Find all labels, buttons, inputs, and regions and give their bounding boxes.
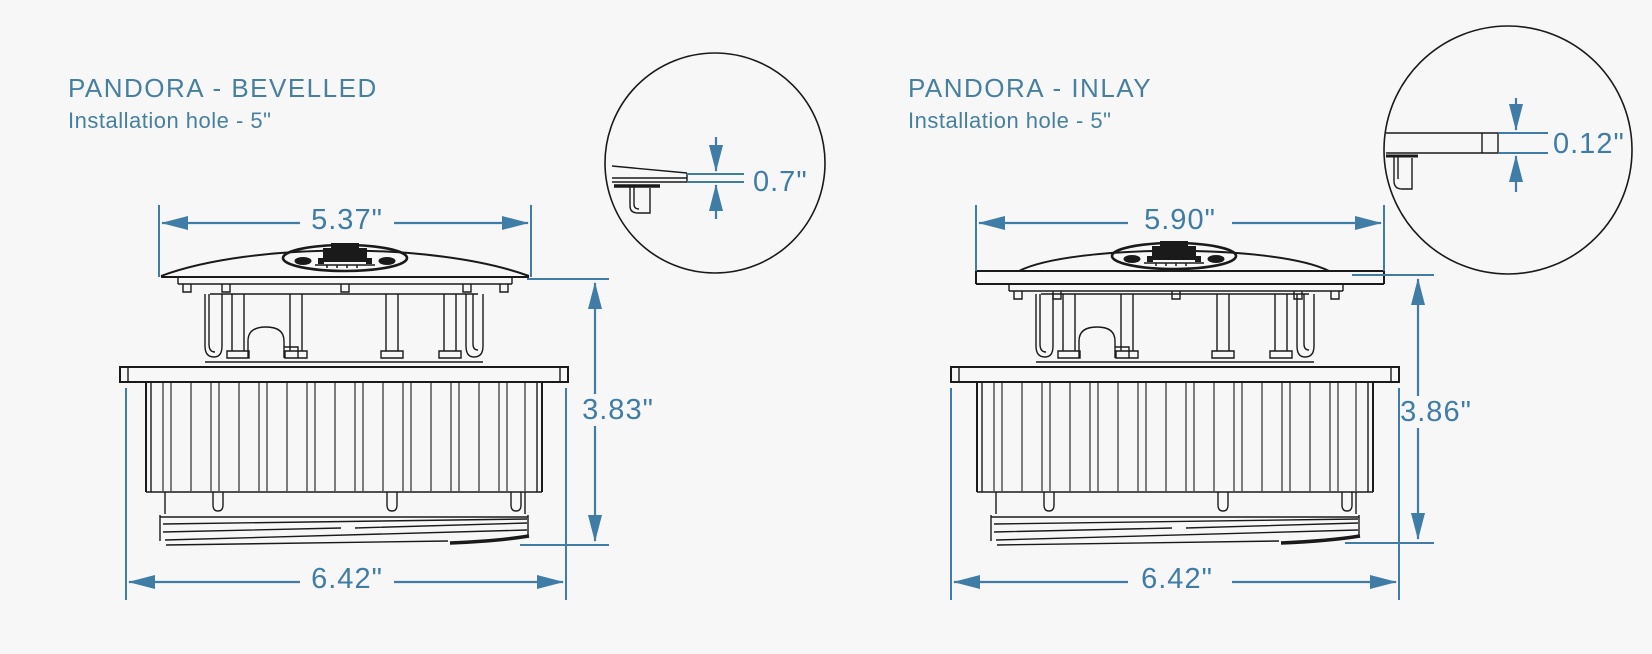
extension-lines: [975, 205, 1385, 271]
bevelled-bottom-width-dimension: 6.42": [125, 388, 567, 600]
bevelled-title: PANDORA - BEVELLED: [68, 73, 378, 103]
bevelled-product-drawing: [118, 241, 570, 547]
bevelled-top-width-dimension: 5.37": [158, 204, 532, 277]
top-width-label: 5.37": [311, 204, 383, 236]
detail-circle-outline: [1383, 25, 1633, 275]
top-width-label: 5.90": [1144, 204, 1216, 236]
inlay-height-dimension: 3.86": [1345, 274, 1472, 544]
bevelled-edge-detail-circle: 0.7": [604, 52, 826, 274]
edge-thickness-label: 0.7": [753, 166, 808, 198]
height-label: 3.83": [582, 394, 654, 426]
detail-circle-outline: [604, 52, 826, 274]
inlay-title: PANDORA - INLAY: [908, 73, 1152, 103]
bevelled-subtitle: Installation hole - 5": [68, 108, 271, 133]
bevelled-height-dimension: 3.83": [520, 278, 654, 546]
inlay-dome-lid: [975, 239, 1385, 300]
tick-lines: [520, 278, 609, 546]
tick-lines: [1345, 274, 1434, 544]
extension-lines: [158, 205, 532, 277]
inlay-edge-cross-section: [1386, 132, 1499, 190]
bottom-width-label: 6.42": [1141, 563, 1213, 595]
bevelled-dome-lid: [160, 241, 530, 293]
bottom-width-label: 6.42": [311, 563, 383, 595]
inlay-top-width-dimension: 5.90": [975, 204, 1385, 271]
bevelled-edge-cross-section: [611, 165, 688, 214]
inlay-edge-detail-circle: 0.12": [1383, 25, 1633, 275]
edge-thickness-label: 0.12": [1553, 128, 1625, 160]
inlay-subtitle: Installation hole - 5": [908, 108, 1111, 133]
inlay-unit: PANDORA - INLAY Installation hole - 5" 5…: [908, 25, 1633, 600]
edge-thickness-dimension: 0.7": [687, 137, 808, 219]
inlay-bottom-width-dimension: 6.42": [950, 388, 1400, 600]
height-label: 3.86": [1400, 396, 1472, 428]
inlay-product-drawing: [949, 239, 1401, 547]
edge-thickness-dimension: 0.12": [1498, 98, 1625, 192]
extension-lines: [125, 388, 567, 600]
extension-lines: [950, 388, 1400, 600]
bevelled-unit: PANDORA - BEVELLED Installation hole - 5…: [68, 52, 826, 600]
